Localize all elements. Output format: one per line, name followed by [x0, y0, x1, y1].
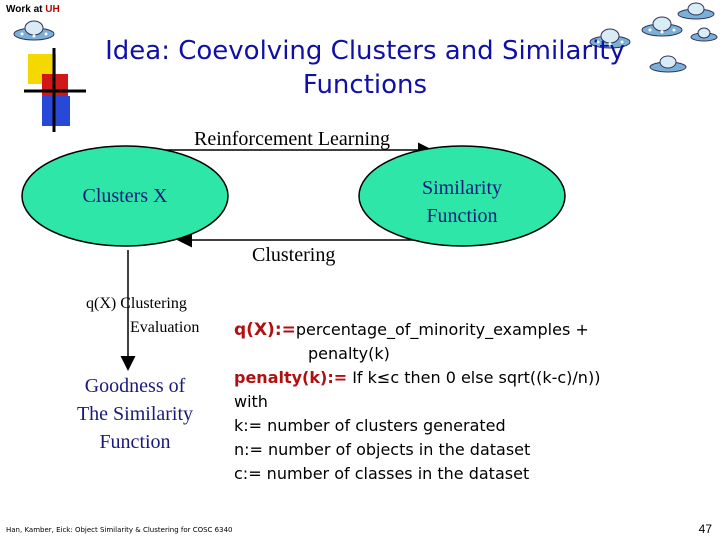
formula-block: q(X):=percentage_of_minority_examples + … [234, 318, 714, 486]
ufo-icon [641, 16, 683, 37]
title-line-1: Idea: Coevolving Clusters and Similarity [105, 36, 625, 66]
evaluation-label-2: Evaluation [130, 319, 200, 336]
goodness-line-1: Goodness of [84, 375, 186, 397]
page-number: 47 [698, 522, 712, 536]
ufo-icon [13, 20, 55, 41]
similarity-node [358, 145, 566, 247]
header-accent: UH [45, 4, 60, 15]
square-logo [24, 48, 86, 132]
footer-text: Han, Kamber, Eick: Object Similarity & C… [6, 526, 233, 534]
clustering-label: Clustering [252, 244, 336, 266]
similarity-line-2: Function [426, 205, 498, 227]
clusters-label: Clusters X [82, 185, 168, 207]
penalty-keyword: penalty(k):= [234, 368, 348, 387]
with-line: with [234, 392, 268, 411]
penalty-line: penalty(k):= If k≤c then 0 else sqrt((k-… [234, 366, 714, 390]
header-tag: Work at UH [6, 4, 60, 15]
q-cont: penalty(k) [308, 344, 390, 363]
q-keyword: q(X):= [234, 320, 296, 340]
goodness-label: Goodness of The Similarity Function [50, 372, 220, 456]
slide-title: Idea: Coevolving Clusters and Similarity… [70, 34, 660, 102]
header-prefix: Work at [6, 4, 46, 15]
k-definition: k:= number of clusters generated [234, 416, 506, 435]
goodness-line-2: The Similarity [76, 403, 194, 425]
ufo-icon [677, 2, 715, 20]
similarity-label: Similarity Function [377, 174, 547, 230]
similarity-line-1: Similarity [422, 177, 502, 199]
evaluation-label-1: q(X) Clustering [86, 295, 187, 312]
ufo-icon [690, 27, 718, 42]
goodness-line-3: Function [99, 431, 171, 453]
c-definition: c:= number of classes in the dataset [234, 464, 530, 483]
n-definition: n:= number of objects in the dataset [234, 440, 531, 459]
penalty-text: If k≤c then 0 else sqrt((k-c)/n)) [347, 368, 601, 387]
reinforcement-label: Reinforcement Learning [194, 128, 391, 150]
q-text: percentage_of_minority_examples + [295, 320, 589, 339]
clusters-node [21, 145, 229, 247]
ufo-icon [649, 55, 687, 73]
q-line: q(X):=percentage_of_minority_examples + [234, 318, 714, 342]
ufo-icon [589, 28, 631, 49]
title-line-2: Functions [302, 70, 428, 100]
